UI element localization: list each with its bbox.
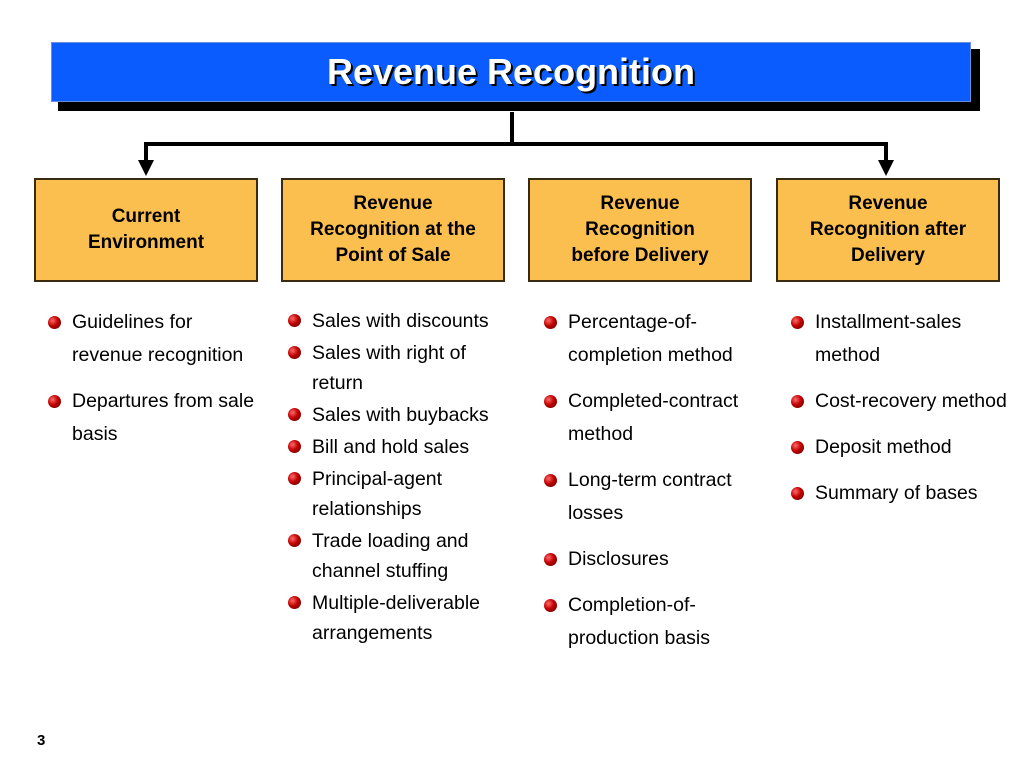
- list-item: Summary of bases: [787, 477, 1012, 510]
- bullet-icon: [544, 395, 557, 408]
- list-item: Multiple-deliverable arrangements: [284, 588, 509, 648]
- list-item-text: Disclosures: [568, 548, 669, 570]
- bullet-icon: [544, 316, 557, 329]
- list-item: Completion-of-production basis: [540, 589, 755, 655]
- list-item-text: Summary of bases: [815, 482, 978, 504]
- box-heading: Revenue Recognition after Delivery: [809, 192, 967, 267]
- bullet-icon: [288, 408, 301, 421]
- box-heading: Revenue Recognition before Delivery: [571, 192, 709, 267]
- bullet-icon: [791, 395, 804, 408]
- bullet-icon: [288, 472, 301, 485]
- title-box: Revenue Recognition: [51, 42, 971, 102]
- list-item-text: Principal-agent relationships: [312, 468, 443, 520]
- list-item-text: Trade loading and channel stuffing: [312, 530, 469, 582]
- bullet-icon: [288, 346, 301, 359]
- bullet-icon: [791, 316, 804, 329]
- bullet-icon: [288, 440, 301, 453]
- bullet-icon: [544, 553, 557, 566]
- list-item-text: Bill and hold sales: [312, 436, 470, 458]
- page-title: Revenue Recognition: [326, 51, 696, 92]
- bullet-icon: [288, 534, 301, 547]
- list-item-text: Long-term contract losses: [568, 469, 732, 524]
- box-before-delivery: Revenue Recognition before Delivery: [528, 178, 752, 282]
- bullet-icon: [48, 316, 61, 329]
- bullet-icon: [48, 395, 61, 408]
- list-item: Deposit method: [787, 431, 1012, 464]
- list-item: Completed-contract method: [540, 385, 755, 451]
- list-item: Principal-agent relationships: [284, 464, 509, 524]
- bullet-icon: [791, 441, 804, 454]
- list-item: Sales with buybacks: [284, 400, 509, 430]
- list-item: Departures from sale basis: [44, 385, 259, 451]
- list-item-text: Sales with discounts: [312, 310, 489, 332]
- bullet-list-point-of-sale: Sales with discounts Sales with right of…: [284, 306, 509, 650]
- box-heading: Current Environment: [87, 205, 205, 253]
- bullet-list-current-environment: Guidelines for revenue recognition Depar…: [44, 306, 259, 464]
- bullet-icon: [288, 314, 301, 327]
- list-item-text: Deposit method: [815, 436, 952, 458]
- list-item-text: Multiple-deliverable arrangements: [312, 592, 480, 644]
- bullet-icon: [544, 599, 557, 612]
- list-item: Sales with discounts: [284, 306, 509, 336]
- bullet-list-before-delivery: Percentage-of-completion method Complete…: [540, 306, 755, 668]
- bullet-list-after-delivery: Installment-sales method Cost-recovery m…: [787, 306, 1012, 523]
- list-item: Trade loading and channel stuffing: [284, 526, 509, 586]
- list-item: Bill and hold sales: [284, 432, 509, 462]
- box-heading: Revenue Recognition at the Point of Sale: [310, 192, 476, 267]
- list-item: Cost-recovery method: [787, 385, 1012, 418]
- list-item-text: Installment-sales method: [815, 311, 962, 366]
- bullet-icon: [791, 487, 804, 500]
- list-item: Long-term contract losses: [540, 464, 755, 530]
- list-item: Installment-sales method: [787, 306, 1012, 372]
- list-item: Disclosures: [540, 543, 755, 576]
- bullet-icon: [288, 596, 301, 609]
- box-current-environment: Current Environment: [34, 178, 258, 282]
- box-after-delivery: Revenue Recognition after Delivery: [776, 178, 1000, 282]
- list-item-text: Cost-recovery method: [815, 390, 1007, 412]
- list-item-text: Sales with buybacks: [312, 404, 489, 426]
- list-item-text: Sales with right of return: [312, 342, 466, 394]
- list-item-text: Percentage-of-completion method: [568, 311, 733, 366]
- list-item-text: Departures from sale basis: [72, 390, 255, 445]
- page-number: 3: [37, 732, 46, 749]
- bullet-icon: [544, 474, 557, 487]
- list-item: Sales with right of return: [284, 338, 509, 398]
- box-point-of-sale: Revenue Recognition at the Point of Sale: [281, 178, 505, 282]
- list-item: Percentage-of-completion method: [540, 306, 755, 372]
- list-item-text: Completed-contract method: [568, 390, 739, 445]
- list-item-text: Completion-of-production basis: [568, 594, 711, 649]
- list-item-text: Guidelines for revenue recognition: [72, 311, 244, 366]
- list-item: Guidelines for revenue recognition: [44, 306, 259, 372]
